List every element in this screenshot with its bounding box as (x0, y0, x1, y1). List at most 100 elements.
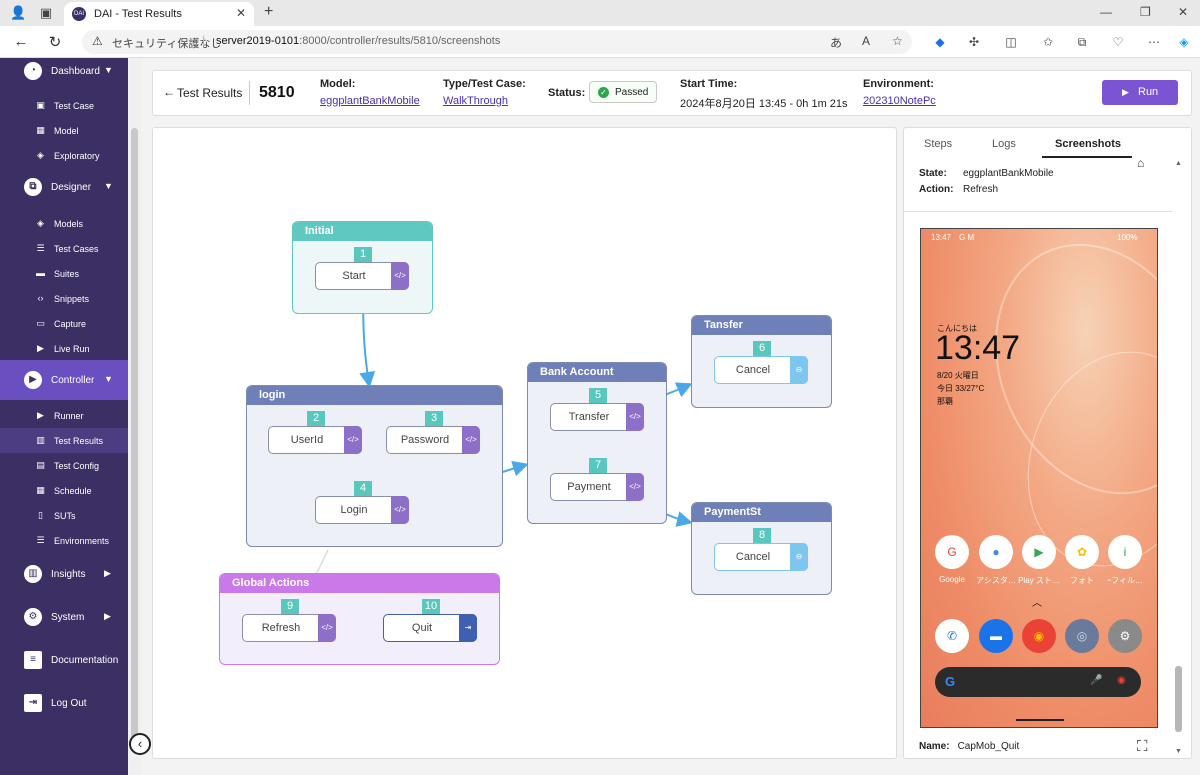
step-box[interactable]: UserId</> (268, 426, 362, 454)
step-9[interactable]: 9 Refresh</> (242, 599, 336, 642)
step-1[interactable]: 1 Start</> (315, 247, 409, 290)
model-diagram-canvas[interactable]: Initial 1 Start</> login 2 UserId</> 3 P… (152, 127, 897, 759)
download-tray-icon[interactable]: ⌂ (1137, 156, 1145, 170)
collections-icon[interactable]: ⧉ (1077, 35, 1087, 49)
sidebar-item-capture[interactable]: ▭Capture (0, 311, 128, 336)
extension-shield-icon[interactable]: ◆ (935, 35, 945, 49)
url-bar[interactable]: ⚠ セキュリティ保護なし | server2019-0101:8000/cont… (82, 30, 912, 54)
snippet-code-icon[interactable]: </> (318, 614, 336, 642)
step-6[interactable]: 6 Cancel⊖ (714, 341, 808, 384)
sidebar-item-schedule[interactable]: ▦Schedule (0, 478, 128, 503)
sidebar-scrollbar[interactable] (129, 58, 141, 775)
warning-icon[interactable]: ⚠ (92, 34, 103, 48)
step-10[interactable]: 10 Quit⇥ (383, 599, 477, 642)
step-box[interactable]: Transfer</> (550, 403, 644, 431)
device-screenshot[interactable]: 13:47 G M 100% こんにちは 13:47 8/20 火曜日 今日 3… (920, 228, 1158, 728)
step-7[interactable]: 7 Payment</> (550, 458, 644, 501)
sidebar-item-suites[interactable]: ▬Suites (0, 261, 128, 286)
sidebar-item-environments[interactable]: ☰Environments (0, 528, 128, 553)
step-box[interactable]: Password</> (386, 426, 480, 454)
step-box[interactable]: Payment</> (550, 473, 644, 501)
tab-close-icon[interactable]: ✕ (235, 6, 246, 20)
favorite-star-icon[interactable]: ☆ (892, 34, 903, 48)
step-5[interactable]: 5 Transfer</> (550, 388, 644, 431)
sidebar-item-documentation[interactable]: ≡ Documentation (0, 645, 128, 677)
scrollbar-thumb[interactable] (131, 128, 138, 748)
profile-icon[interactable]: 👤 (10, 5, 27, 20)
snippet-code-icon[interactable]: </> (391, 262, 409, 290)
sidebar-item-snippets[interactable]: ‹›Snippets (0, 286, 128, 311)
back-icon[interactable]: ← (13, 33, 29, 50)
state-tansfer[interactable]: Tansfer 6 Cancel⊖ (691, 315, 832, 408)
scroll-down-icon[interactable]: ▼ (1175, 748, 1182, 755)
extensions-icon[interactable]: ✣ (968, 35, 980, 49)
split-screen-icon[interactable]: ◫ (1005, 35, 1017, 49)
sidebar-item-suts[interactable]: ▯SUTs (0, 503, 128, 528)
scroll-up-icon[interactable]: ▲ (1175, 160, 1182, 167)
sidebar-item-test-results[interactable]: ▥Test Results (0, 428, 128, 453)
tab-actions-icon[interactable]: ▣ (39, 5, 53, 20)
step-box[interactable]: Refresh</> (242, 614, 336, 642)
sidebar-section-dashboard[interactable]: ◔ Dashboard ▼ (0, 58, 128, 88)
tab-logs[interactable]: Logs (992, 138, 1016, 150)
model-link[interactable]: eggplantBankMobile (320, 95, 420, 107)
sidebar-section-system[interactable]: ⚙ System ▶ (0, 602, 128, 634)
sidebar-section-insights[interactable]: ▥ Insights ▶ (0, 559, 128, 591)
run-button[interactable]: ▶ Run (1102, 80, 1178, 105)
cancel-exit-icon[interactable]: ⊖ (790, 543, 808, 571)
state-bank-account[interactable]: Bank Account 5 Transfer</> 7 Payment</> (527, 362, 667, 524)
environment-link[interactable]: 202310NotePc (863, 95, 936, 107)
sidebar-section-controller[interactable]: ▶ Controller ▼ (0, 360, 128, 400)
step-4[interactable]: 4 Login</> (315, 481, 409, 524)
window-close-icon[interactable]: ✕ (1178, 5, 1189, 19)
snippet-code-icon[interactable]: </> (391, 496, 409, 524)
scrollbar-thumb[interactable] (1175, 666, 1182, 732)
back-to-results-link[interactable]: Test Results (177, 86, 243, 100)
step-2[interactable]: 2 UserId</> (268, 411, 362, 454)
collapse-sidebar-icon[interactable]: ‹ (129, 733, 151, 755)
minimize-icon[interactable]: — (1100, 5, 1112, 19)
sidebar-item-runner[interactable]: ▶Runner (0, 403, 128, 428)
more-menu-icon[interactable]: ⋯ (1148, 35, 1160, 49)
restore-icon[interactable]: ❐ (1140, 5, 1151, 19)
exit-icon[interactable]: ⇥ (459, 614, 477, 642)
sidebar-item-live-run[interactable]: ▶Live Run (0, 336, 128, 361)
tab-screenshots[interactable]: Screenshots (1055, 138, 1122, 150)
snippet-code-icon[interactable]: </> (344, 426, 362, 454)
reload-icon[interactable]: ↻ (48, 34, 62, 51)
back-arrow-icon[interactable]: ← (163, 85, 175, 99)
step-box[interactable]: Start</> (315, 262, 409, 290)
text-size-icon[interactable]: A (862, 34, 871, 48)
state-initial[interactable]: Initial 1 Start</> (292, 221, 433, 314)
tab-steps[interactable]: Steps (924, 138, 953, 150)
step-8[interactable]: 8 Cancel⊖ (714, 528, 808, 571)
sidebar-item-test-config[interactable]: ▤Test Config (0, 453, 128, 478)
sidebar-item-model[interactable]: ▦Model (0, 118, 128, 143)
copilot-icon[interactable]: ◈ (1179, 35, 1189, 49)
snippet-code-icon[interactable]: </> (626, 473, 644, 501)
read-aloud-icon[interactable]: あ (830, 36, 843, 50)
step-3[interactable]: 3 Password</> (386, 411, 480, 454)
browser-tab[interactable]: DAI DAI - Test Results ✕ (64, 2, 254, 26)
sidebar-item-test-cases[interactable]: ☰Test Cases (0, 236, 128, 261)
panel-scrollbar[interactable]: ▲ ▼ (1174, 158, 1184, 758)
fullscreen-icon[interactable]: ⛶ (1137, 738, 1148, 755)
state-global-actions[interactable]: Global Actions 9 Refresh</> 10 Quit⇥ (219, 573, 500, 665)
new-tab-icon[interactable]: + (264, 3, 274, 20)
sidebar-item-logout[interactable]: ⇥ Log Out (0, 688, 128, 720)
snippet-code-icon[interactable]: </> (462, 426, 480, 454)
snippet-code-icon[interactable]: </> (626, 403, 644, 431)
sidebar-item-test-case[interactable]: ▣Test Case (0, 93, 128, 118)
sidebar-item-models[interactable]: ◈Models (0, 211, 128, 236)
sidebar-section-designer[interactable]: ⧉ Designer ▼ (0, 172, 128, 204)
browser-essentials-icon[interactable]: ♡ (1112, 35, 1124, 49)
state-paymentst[interactable]: PaymentSt 8 Cancel⊖ (691, 502, 832, 595)
sidebar-item-exploratory[interactable]: ◈Exploratory (0, 143, 128, 168)
cancel-exit-icon[interactable]: ⊖ (790, 356, 808, 384)
step-box[interactable]: Cancel⊖ (714, 356, 808, 384)
step-box[interactable]: Login</> (315, 496, 409, 524)
step-box[interactable]: Quit⇥ (383, 614, 477, 642)
state-login[interactable]: login 2 UserId</> 3 Password</> 4 Login<… (246, 385, 503, 547)
step-box[interactable]: Cancel⊖ (714, 543, 808, 571)
test-case-link[interactable]: WalkThrough (443, 95, 509, 107)
